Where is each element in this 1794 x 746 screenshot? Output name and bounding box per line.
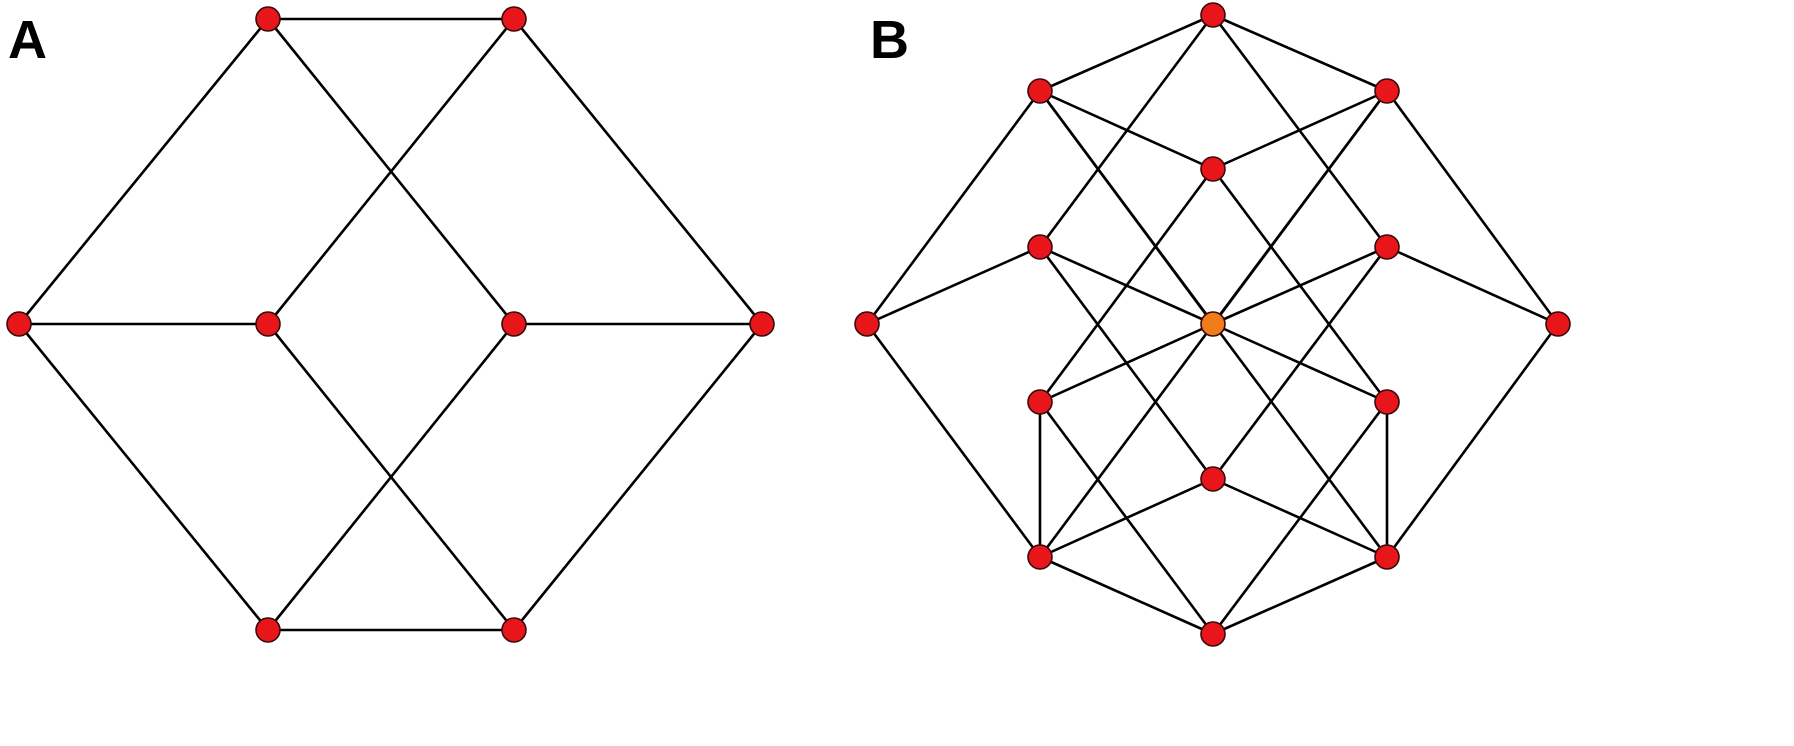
panel-a-node [749, 311, 775, 337]
panel-b-edge [1385, 89, 1560, 326]
panel-b-edge [1211, 245, 1389, 326]
panel-a-edge [17, 322, 270, 632]
panel-a-edges [17, 17, 764, 632]
panel-a-edge [266, 322, 516, 632]
panel-b-edge [1211, 477, 1389, 559]
panel-b: B [854, 2, 1571, 647]
panel-a-edge [512, 322, 764, 632]
panel-a: A [6, 6, 775, 643]
panel-b-edge [1211, 555, 1389, 636]
panel-b-edge [1211, 322, 1389, 404]
panel-b-edges [865, 13, 1560, 636]
panel-b-center-node [1200, 311, 1226, 337]
panel-b-edge [865, 322, 1042, 559]
panel-b-edge [1211, 89, 1389, 326]
panel-b-node [1200, 2, 1226, 28]
panel-a-node [501, 6, 527, 32]
panel-b-edge [1038, 555, 1215, 636]
panel-b-nodes [854, 2, 1571, 647]
panel-b-node [1027, 234, 1053, 260]
panel-a-node [501, 311, 527, 337]
panel-b-edge [1211, 13, 1389, 93]
panel-a-edge [512, 17, 764, 326]
panel-a-node [255, 6, 281, 32]
panel-b-edge [865, 245, 1042, 326]
panel-b-edge [1038, 13, 1215, 93]
panel-a-label: A [8, 10, 47, 70]
panel-b-node [1200, 621, 1226, 647]
panel-b-node [1027, 544, 1053, 570]
panel-b-edge [1038, 322, 1215, 404]
panel-a-node [255, 311, 281, 337]
panel-b-edge [1038, 89, 1215, 171]
panel-b-node [1374, 234, 1400, 260]
panel-b-edge [1385, 322, 1560, 559]
panel-b-edge [1211, 89, 1389, 171]
panel-b-node [1374, 78, 1400, 104]
panel-b-label: B [870, 10, 909, 70]
panel-a-node [501, 617, 527, 643]
panel-a-edge [17, 17, 270, 326]
panel-b-node [1027, 389, 1053, 415]
panel-b-node [1374, 544, 1400, 570]
panel-b-node [1374, 389, 1400, 415]
panel-b-node [1200, 156, 1226, 182]
panel-b-edge [1385, 245, 1560, 326]
panel-b-node [1200, 466, 1226, 492]
panel-a-node [6, 311, 32, 337]
panel-b-edge [1038, 477, 1215, 559]
panel-b-node [854, 311, 880, 337]
panel-b-edge [865, 89, 1042, 326]
panel-b-node [1027, 78, 1053, 104]
panel-b-node [1545, 311, 1571, 337]
panel-a-edge [266, 17, 516, 326]
panel-a-node [255, 617, 281, 643]
panel-a-nodes [6, 6, 775, 643]
panel-b-edge [1038, 245, 1215, 326]
panel-b-edge [1038, 89, 1215, 326]
